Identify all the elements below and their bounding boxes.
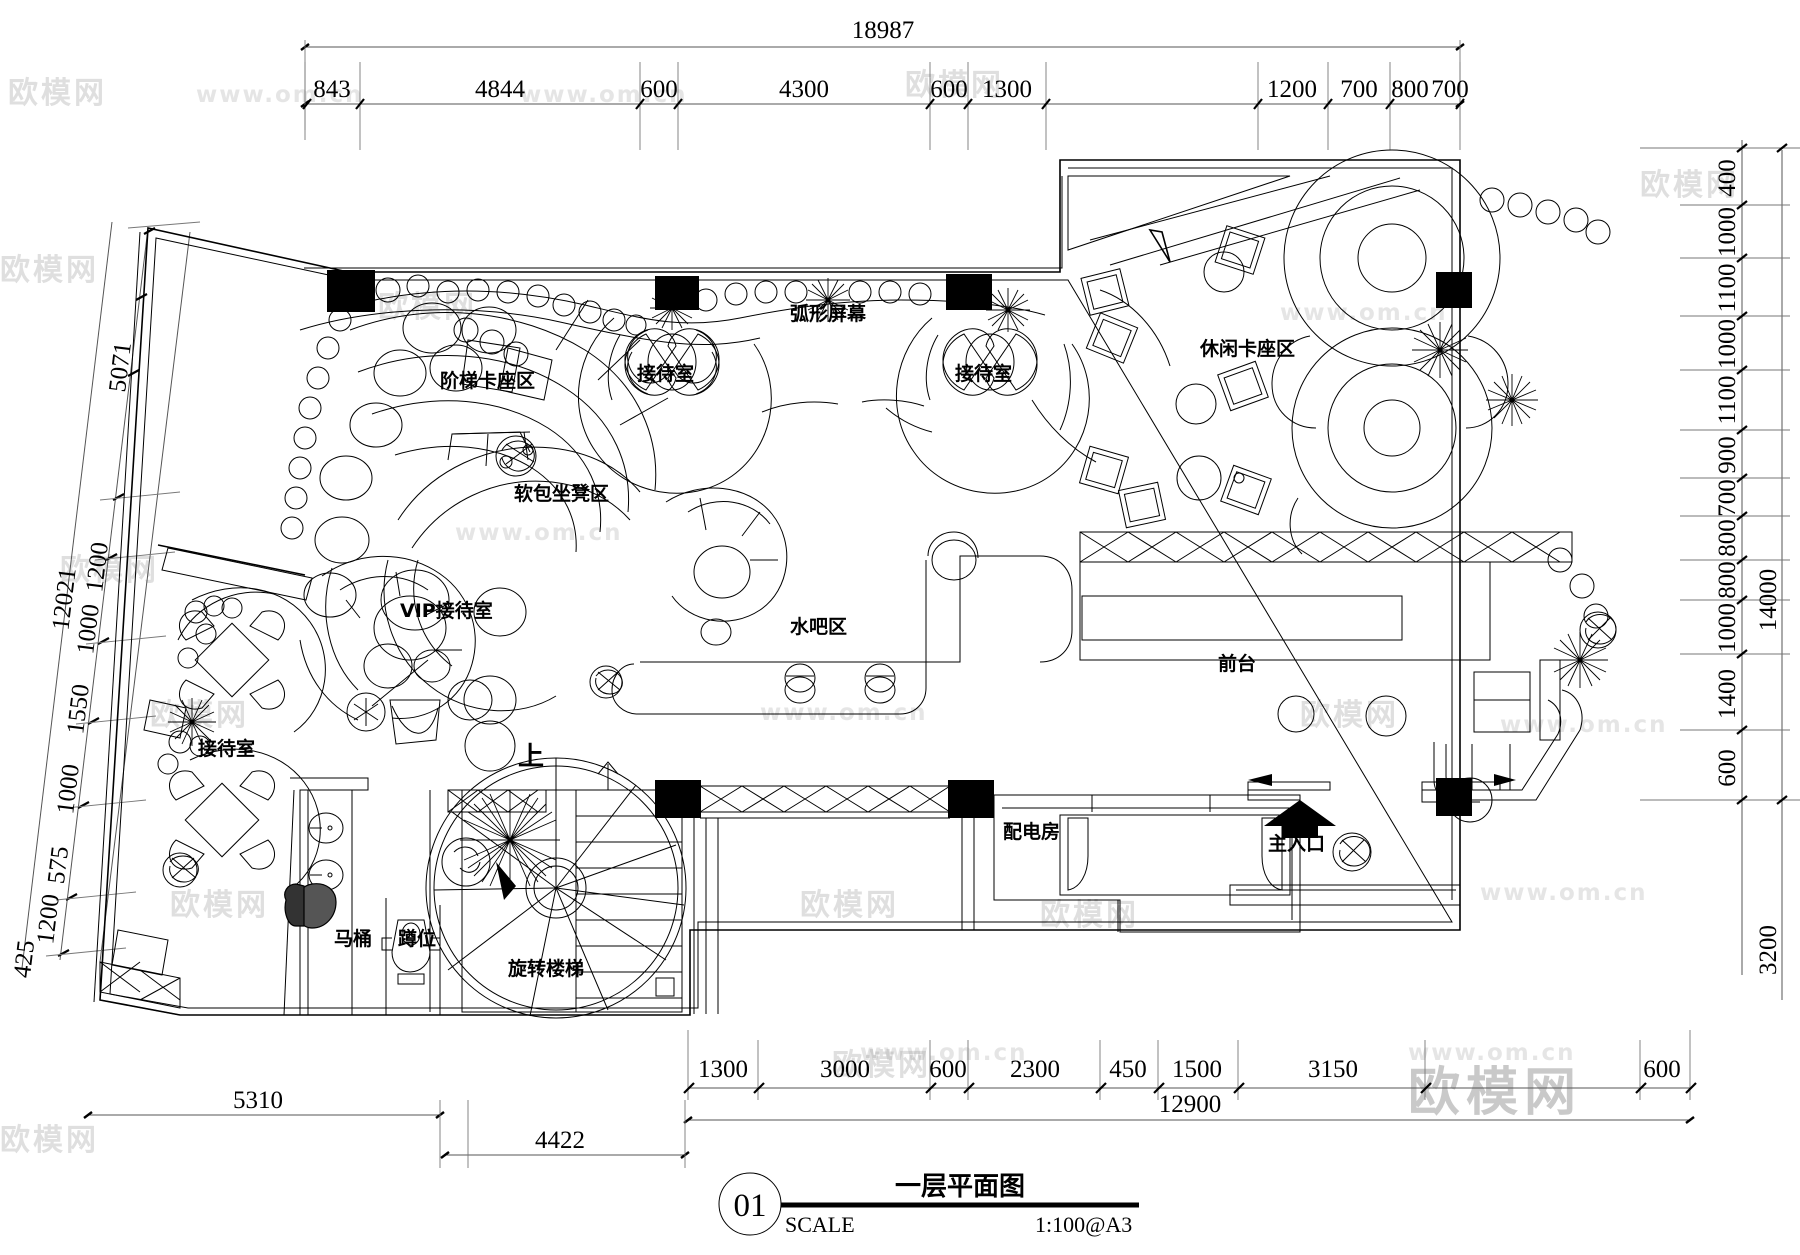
dim-top-2: 4844 — [475, 76, 526, 103]
dim-right-9: 800 — [1714, 561, 1741, 599]
dim-top-3: 600 — [640, 76, 678, 103]
stepped-booth-furniture — [303, 299, 669, 618]
dim-left-5: 575 — [43, 845, 74, 886]
label-stepped-booth: 阶梯卡座区 — [440, 369, 535, 392]
entry-lattice-bottom — [99, 785, 975, 1014]
label-reception-2: 接待室 — [955, 362, 1012, 385]
dim-bottom-1: 1300 — [698, 1056, 748, 1083]
shrub-symbols-top — [280, 274, 932, 540]
label-water-bar: 水吧区 — [790, 616, 847, 638]
main-entrance-arrow — [1264, 800, 1336, 838]
scale-value: 1:100@A3 — [1035, 1212, 1132, 1237]
dim-top-5: 600 — [930, 76, 968, 103]
dim-left-6: 1200 — [32, 893, 65, 946]
scale-label: SCALE — [785, 1212, 855, 1237]
curved-screen-graphics — [761, 289, 1171, 463]
dim-bottom-left-1: 5310 — [233, 1087, 283, 1114]
title-block: 01 一层平面图 SCALE 1:100@A3 — [718, 1172, 1139, 1237]
dim-bottom-8: 600 — [1643, 1056, 1681, 1083]
top-dimension-chain: 843 4844 600 4300 600 1300 1200 700 800 … — [300, 62, 1469, 150]
planting-belt-top — [299, 290, 1046, 346]
soft-bench-furniture — [162, 431, 641, 888]
toilet-room — [283, 777, 441, 1016]
dim-right-5: 1100 — [1714, 375, 1741, 424]
left-dimension-chain: 12021 5071 1200 1000 1550 1000 575 1200 … — [9, 221, 201, 980]
spiral-staircase — [425, 757, 687, 1019]
reception-1-furniture — [577, 317, 772, 494]
label-reception-3: 接待室 — [198, 737, 255, 760]
dim-right-11: 1400 — [1714, 669, 1741, 719]
dim-bottom-left-2: 4422 — [535, 1127, 585, 1154]
label-reception-1: 接待室 — [637, 362, 694, 385]
label-main-entrance: 主入口 — [1268, 833, 1325, 855]
dim-right-6: 900 — [1714, 436, 1741, 474]
dim-right-2: 1000 — [1714, 207, 1741, 257]
dim-top-overall: 18987 — [852, 17, 915, 44]
dim-bottom-6: 1500 — [1172, 1056, 1222, 1083]
front-desk-furniture — [1079, 531, 1617, 906]
label-stair-up: 上 — [518, 742, 544, 772]
label-lounge-booth: 休闲卡座区 — [1199, 337, 1295, 360]
title-text: 一层平面图 — [895, 1172, 1025, 1202]
toilet-fixture — [284, 883, 337, 929]
right-dimension-chain: 400 1000 1100 1000 1100 900 700 800 800 … — [1640, 140, 1800, 1000]
dim-right-8: 800 — [1714, 519, 1741, 557]
power-room-structure — [993, 774, 1516, 933]
label-curved-screen: 弧形屏幕 — [790, 302, 867, 325]
water-bar-furniture — [611, 487, 1073, 715]
dim-top-9: 800 — [1391, 76, 1429, 103]
dim-bottom-3: 600 — [929, 1056, 967, 1083]
dim-top-8: 700 — [1340, 76, 1378, 103]
bottom-left-dimensions: 5310 4422 — [83, 1087, 690, 1168]
entry-ramp-area — [1067, 175, 1421, 266]
dim-right-3: 1100 — [1714, 263, 1741, 312]
dim-right-10: 1000 — [1714, 603, 1741, 653]
dim-top-10: 700 — [1431, 76, 1469, 103]
dim-right-12: 600 — [1714, 749, 1741, 787]
dim-right-1: 400 — [1714, 159, 1741, 197]
title-number: 01 — [734, 1188, 767, 1224]
dim-top-6: 1300 — [982, 76, 1032, 103]
label-vip-reception: VIP接待室 — [400, 599, 493, 622]
reception-2-furniture — [895, 317, 1090, 494]
tree-symbols-top — [650, 278, 1608, 688]
dim-bottom-5: 450 — [1109, 1056, 1147, 1083]
dim-left-1: 1200 — [81, 541, 114, 594]
label-soft-bench: 软包坐凳区 — [514, 482, 609, 505]
dim-left-2: 1000 — [72, 603, 105, 656]
vip-reception-furniture — [321, 555, 527, 772]
dim-bottom-overall: 12900 — [1159, 1091, 1222, 1118]
label-toilet: 马桶 — [334, 927, 372, 950]
dim-left-3: 1550 — [62, 683, 95, 736]
dim-top-7: 1200 — [1267, 76, 1317, 103]
reception-3-furniture — [111, 547, 326, 976]
dim-right-4: 1000 — [1714, 319, 1741, 369]
dim-top-1: 843 — [313, 76, 351, 103]
dim-bottom-4: 2300 — [1010, 1056, 1060, 1083]
dim-bottom-2: 3000 — [820, 1056, 870, 1083]
label-front-desk: 前台 — [1218, 652, 1256, 675]
label-spiral-stair: 旋转楼梯 — [507, 957, 584, 980]
top-dimension-overall: 18987 — [300, 17, 1465, 130]
dim-left-7: 425 — [9, 939, 40, 980]
bottom-dimension-chain: 1300 3000 600 2300 450 1500 3150 600 129… — [683, 1030, 1697, 1124]
label-squat: 蹲位 — [398, 927, 436, 950]
label-power-room: 配电房 — [1003, 820, 1060, 843]
dim-right-7: 700 — [1714, 479, 1741, 517]
dim-right-lower: 3200 — [1755, 925, 1782, 975]
dim-top-4: 4300 — [779, 76, 829, 103]
dim-left-4: 1000 — [52, 763, 85, 816]
dim-bottom-7: 3150 — [1308, 1056, 1358, 1083]
lounge-booth-furniture — [1078, 149, 1509, 737]
dim-right-overall: 14000 — [1755, 569, 1782, 632]
